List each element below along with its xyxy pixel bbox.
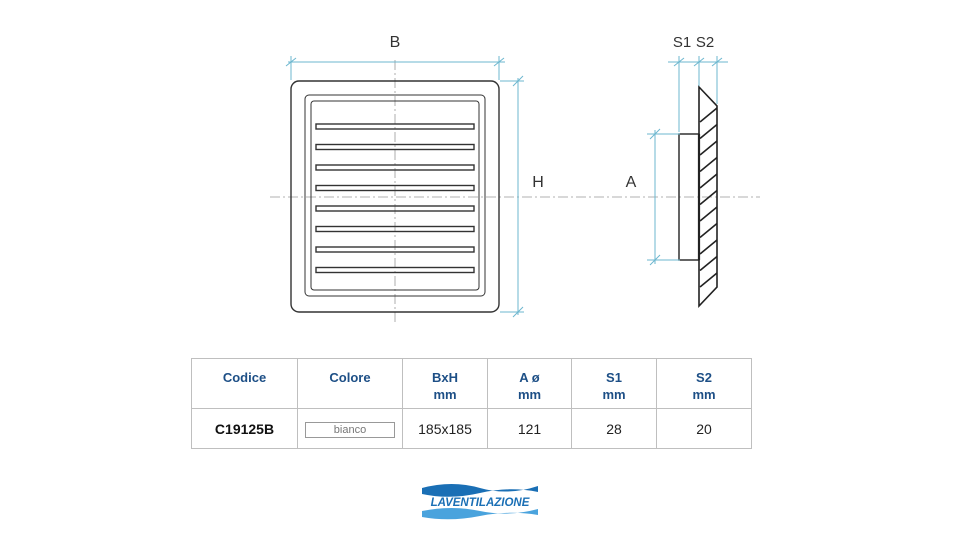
side-louver-line	[699, 255, 718, 272]
dimension-label-s1: S1	[673, 34, 691, 51]
logo-wave-bottom	[422, 508, 538, 520]
front-view	[290, 80, 500, 313]
header-colore: Colore	[297, 358, 403, 409]
louver-slat	[315, 184, 475, 192]
louver-slat	[315, 143, 475, 151]
louver-slat	[315, 123, 475, 130]
technical-drawing: B H A S1 S2	[270, 34, 760, 325]
color-swatch: bianco	[305, 421, 395, 438]
louver-slat	[315, 266, 475, 274]
dimension-b	[285, 56, 505, 80]
louver-slat	[315, 164, 475, 171]
cell-s1: 28	[571, 408, 657, 449]
side-louver-line	[699, 156, 718, 173]
dimension-label-s2: S2	[696, 34, 714, 51]
grille-frame-inner	[304, 94, 486, 297]
brand-logo: LAVENTILAZIONE	[422, 484, 538, 520]
side-louver-line	[699, 239, 718, 255]
side-louver-line	[699, 107, 718, 123]
side-louver-line	[699, 140, 718, 156]
cell-bxh: 185x185	[402, 408, 488, 449]
logo-text: LAVENTILAZIONE	[431, 497, 530, 509]
dimension-label-h: H	[532, 174, 544, 191]
dimension-label-a: A	[626, 174, 637, 191]
side-louver-line	[699, 206, 718, 222]
dimension-s1-s2	[668, 56, 728, 132]
louver-slat	[315, 205, 475, 212]
dimension-label-b: B	[390, 34, 401, 51]
side-louver-line	[699, 222, 718, 239]
side-frame	[698, 84, 718, 309]
cell-code: C19125B	[191, 408, 298, 449]
grille-louver-area	[310, 100, 480, 291]
logo-wave-top	[422, 484, 538, 497]
grille-frame-outer	[290, 80, 500, 313]
side-view	[678, 84, 718, 309]
header-codice: Codice	[191, 358, 298, 409]
louver-slat	[315, 246, 475, 253]
louver-slat	[315, 225, 475, 233]
side-louver-hatch	[699, 107, 718, 288]
dimension-a	[647, 128, 680, 266]
side-louver-line	[699, 173, 718, 189]
cell-a: 121	[487, 408, 572, 449]
cell-color: bianco	[297, 408, 403, 449]
dimension-h	[500, 75, 524, 318]
louvers	[315, 123, 475, 274]
side-louver-line	[699, 189, 718, 206]
table-row: C19125B bianco 185x185 121 28 20	[191, 408, 752, 449]
cell-s2: 20	[656, 408, 752, 449]
side-louver-line	[699, 123, 718, 140]
side-louver-line	[699, 272, 718, 288]
